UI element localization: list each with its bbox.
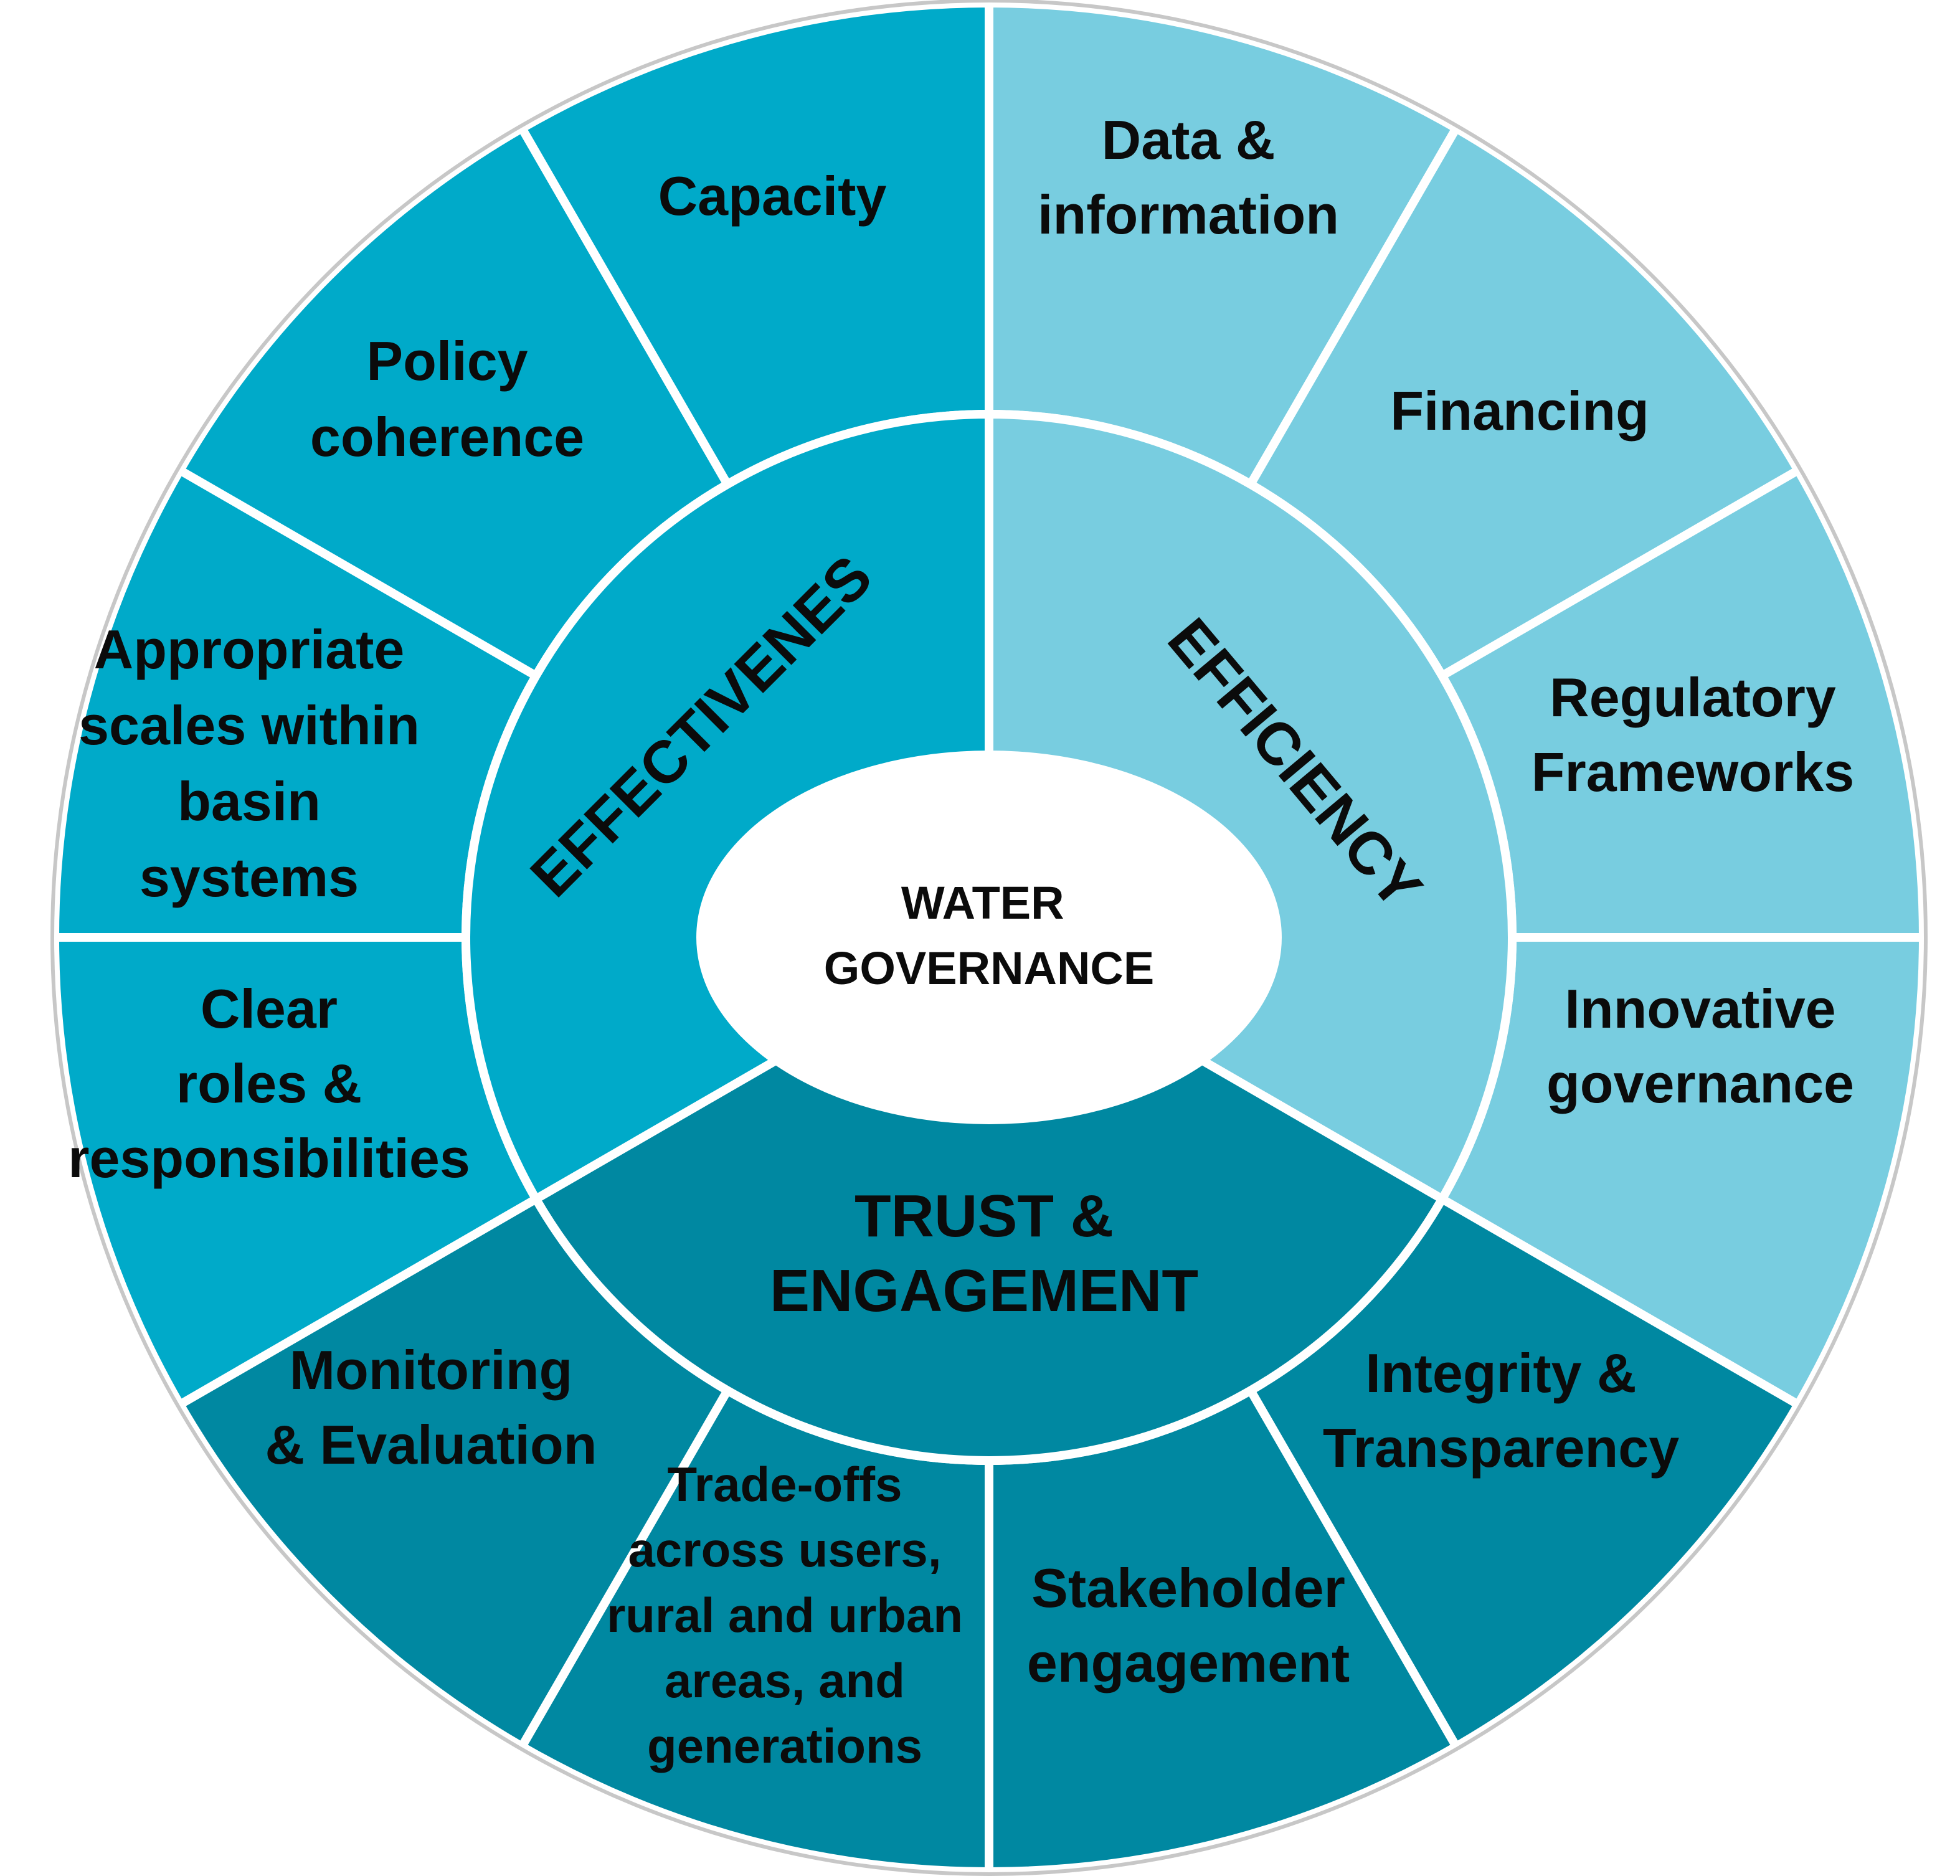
center-title-line-2: GOVERNANCE [824, 942, 1154, 994]
dimension-label-trust: TRUST & ENGAGEMENT [770, 1183, 1198, 1324]
principle-label-line: Data & [1102, 109, 1276, 171]
center-title: WATER GOVERNANCE [824, 877, 1154, 994]
center-ellipse [696, 751, 1282, 1124]
principle-label-line: engagement [1027, 1632, 1350, 1694]
principle-label-line: governance [1546, 1053, 1854, 1114]
principle-label: Monitoring & Evaluation [265, 1339, 597, 1476]
principle-label-line: rural and urban [607, 1588, 963, 1642]
principle-label: Financing [1390, 380, 1649, 442]
principle-label-line: across users, [628, 1522, 941, 1577]
principle-label: Capacity [658, 165, 887, 227]
principle-label-line: Financing [1390, 380, 1649, 442]
principle-sectors [50, 0, 1928, 1876]
principle-label-line: Policy [366, 330, 528, 392]
principle-label-line: basin [178, 770, 321, 832]
principle-label: Integrity & Transparency [1323, 1342, 1679, 1479]
dimension-label-line: TRUST & [855, 1183, 1114, 1249]
principle-label-line: Transparency [1323, 1417, 1679, 1479]
principle-label-line: Innovative [1565, 978, 1835, 1040]
principle-label-line: coherence [310, 406, 584, 468]
principle-label: Trade-offs across users, rural and urban ar… [607, 1457, 963, 1773]
principle-label-line: Integrity & [1365, 1342, 1636, 1404]
dimension-label-line: ENGAGEMENT [770, 1258, 1198, 1324]
principle-label: Data & information [1038, 109, 1339, 245]
principle-label-line: & Evaluation [265, 1414, 597, 1476]
principle-label-line: roles & [176, 1053, 362, 1114]
wheel-outline [50, 0, 1928, 1876]
principle-label-line: Frameworks [1532, 741, 1854, 803]
principle-label-line: Capacity [658, 165, 887, 227]
principle-label: Stakeholder engagement [1027, 1557, 1350, 1694]
principle-label: Appropriate scales within basin systems [78, 618, 420, 908]
principle-label: Clear roles & responsibilities [68, 978, 470, 1189]
principle-label-line: Monitoring [290, 1339, 573, 1401]
principle-label-line: areas, and [665, 1653, 905, 1708]
principle-label-line: systems [140, 846, 359, 908]
principle-label-line: information [1038, 184, 1339, 245]
principle-label-line: Appropriate [94, 618, 405, 680]
principle-label-line: Regulatory [1550, 666, 1836, 728]
principle-label-line: Trade-offs [667, 1457, 902, 1512]
principle-label: Policy coherence [310, 330, 584, 468]
principle-label-line: responsibilities [68, 1127, 470, 1189]
principle-label: Innovative governance [1546, 978, 1854, 1114]
center-title-line-1: WATER [901, 877, 1064, 929]
principle-label-line: Clear [201, 978, 338, 1040]
principle-label-line: Stakeholder [1031, 1557, 1345, 1619]
principle-label-line: generations [647, 1718, 922, 1773]
principle-label-line: scales within [78, 694, 420, 756]
